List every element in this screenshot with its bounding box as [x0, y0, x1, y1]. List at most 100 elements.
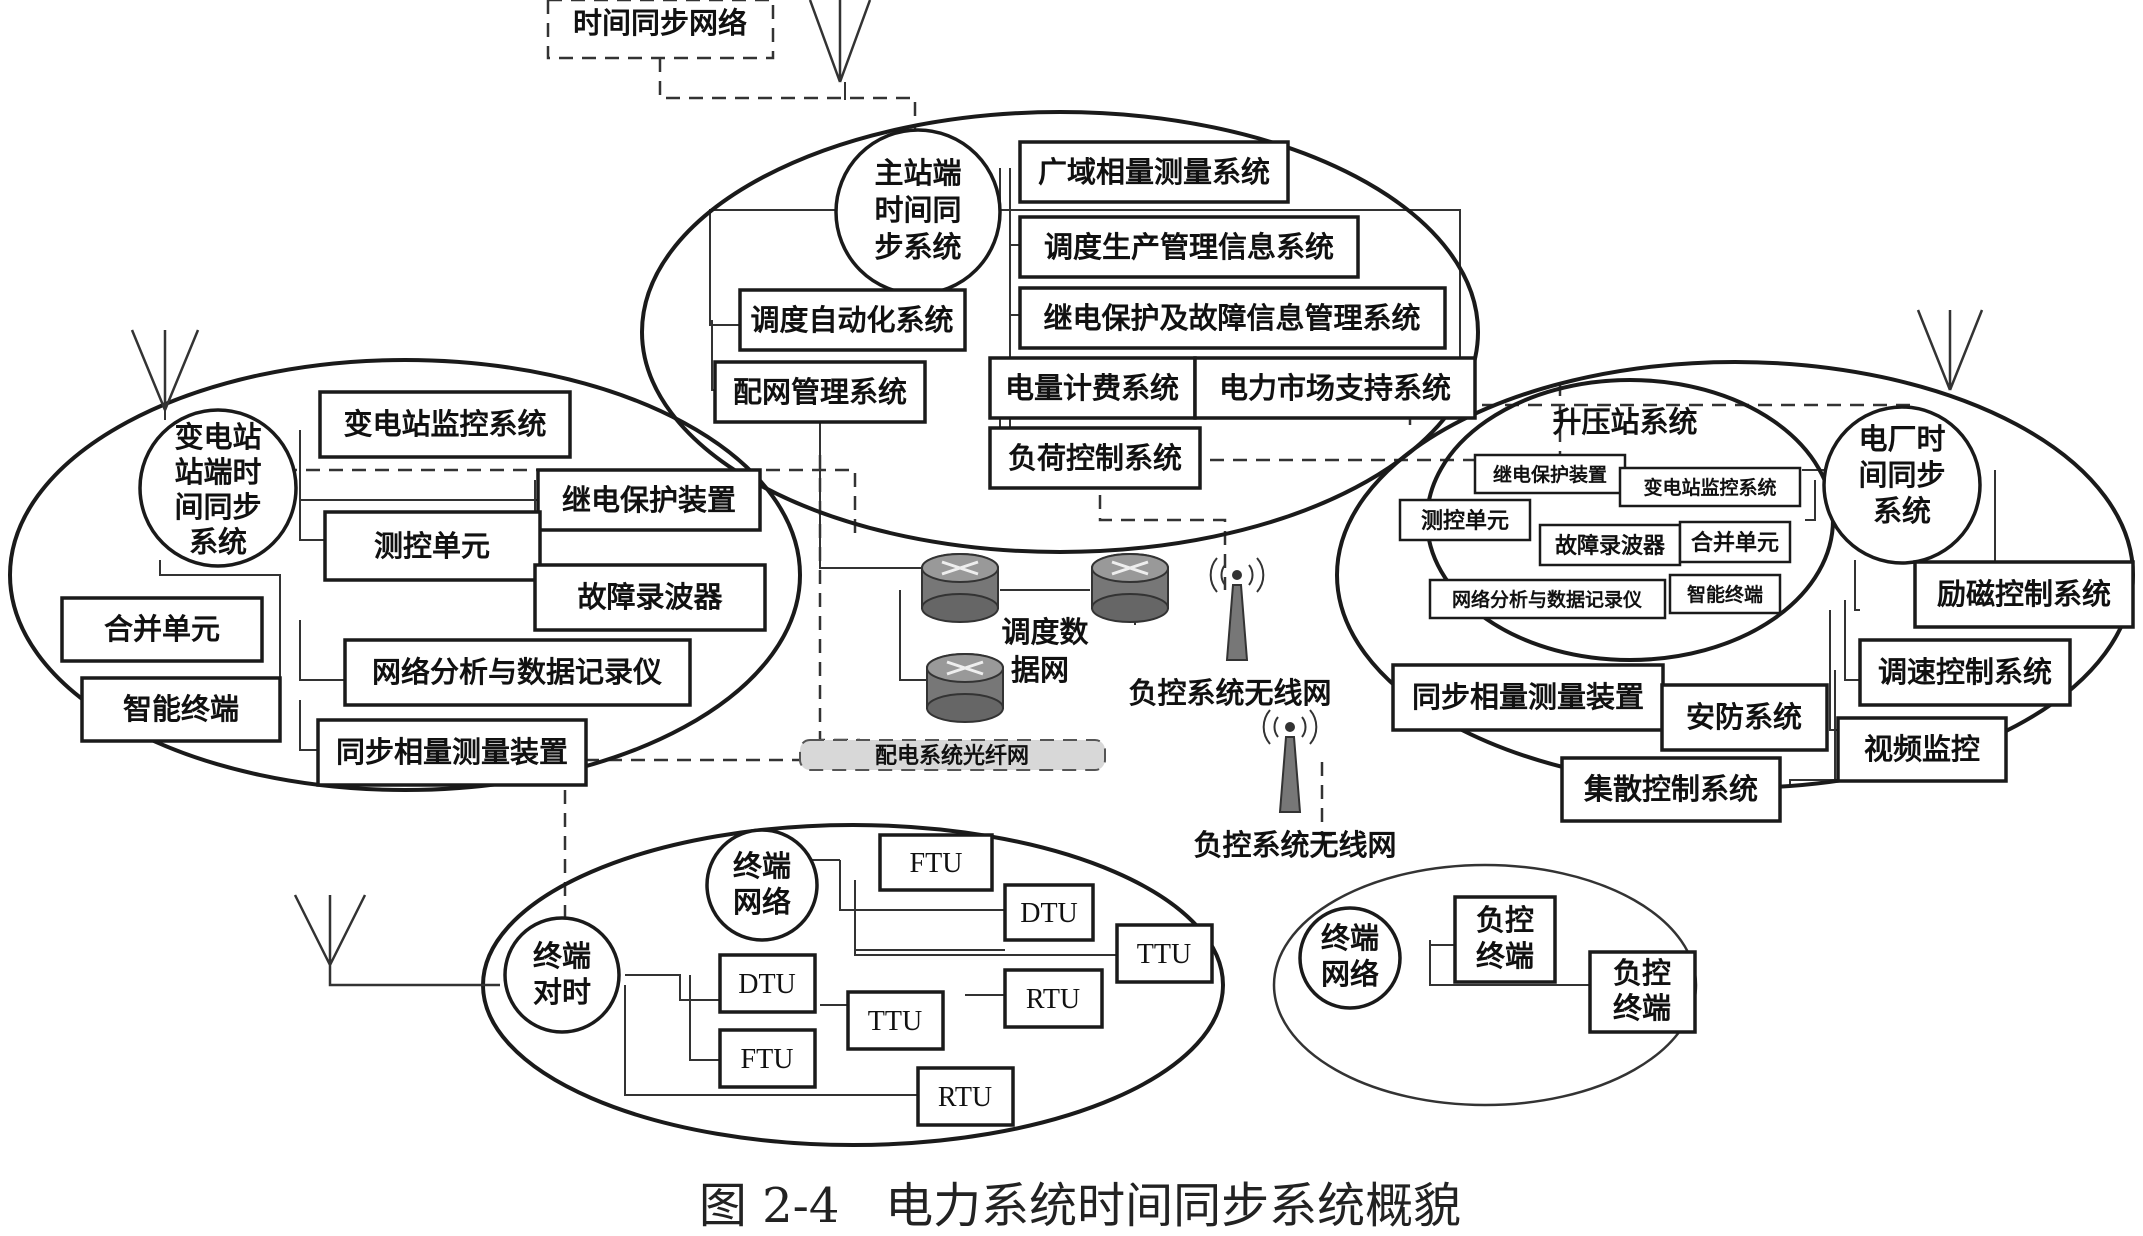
load-term-1-line-2: 终端	[1476, 939, 1534, 973]
booster-measure-ctrl-label: 测控单元	[1421, 508, 1509, 534]
video-monitor-box: 视频监控	[1836, 716, 2008, 783]
router-icon	[926, 653, 1004, 723]
load-term-1-line-1: 负控	[1476, 903, 1534, 937]
master-circle-line-3: 步系统	[874, 230, 961, 264]
booster-measure-ctrl-box: 测控单元	[1398, 498, 1532, 542]
time-sync-network-label: 时间同步网络	[573, 6, 747, 40]
booster-relay-box: 继电保护装置	[1473, 453, 1627, 495]
dtu-label-2: DTU	[738, 969, 796, 1000]
router-icon	[1091, 553, 1169, 623]
router-icon	[921, 553, 999, 623]
rtu-label-2: RTU	[938, 1082, 992, 1113]
data-net-line-2: 据网	[1011, 653, 1069, 687]
load-wireless-text-2: 负控系统无线网	[1193, 828, 1396, 862]
load-net-line-1: 终端	[1321, 921, 1379, 955]
booster-station-title: 升压站系统	[1552, 405, 1697, 439]
load-control-label: 负荷控制系统	[1008, 441, 1182, 475]
wireless-tower-icon	[1262, 709, 1318, 813]
load-terminal-box-1: 负控 终端	[1453, 895, 1557, 984]
smart-terminal-box: 智能终端	[80, 676, 282, 743]
governor-label: 调速控制系统	[1878, 655, 2052, 689]
net-analyzer-label: 网络分析与数据记录仪	[372, 655, 662, 689]
antenna-icon	[293, 894, 500, 987]
terminal-sync-line-1: 终端	[533, 939, 591, 973]
booster-smart-terminal-box: 智能终端	[1668, 573, 1782, 615]
booster-merging-unit-box: 合并单元	[1678, 520, 1792, 564]
governor-box: 调速控制系统	[1858, 638, 2072, 707]
substation-sync-node: 变电站 站端时 间同步 系统	[138, 408, 298, 568]
relay-device-label: 继电保护装置	[562, 483, 736, 517]
load-wireless-label-2: 负控系统无线网	[1193, 828, 1396, 862]
dcs-label: 集散控制系统	[1583, 772, 1758, 806]
booster-monitor-label: 变电站监控系统	[1643, 476, 1776, 499]
pmu-box: 同步相量测量装置	[316, 718, 588, 787]
substation-circle-line-3: 间同步	[174, 490, 261, 524]
load-wireless-text-1: 负控系统无线网	[1128, 676, 1331, 710]
energy-billing-label: 电量计费系统	[1005, 371, 1179, 405]
excitation-label: 励磁控制系统	[1937, 577, 2111, 611]
ftu-box-2: FTU	[718, 1028, 817, 1089]
excitation-box: 励磁控制系统	[1913, 560, 2135, 629]
load-terminal-box-2: 负控 终端	[1588, 950, 1697, 1034]
dispatch-auto-box: 调度自动化系统	[738, 288, 967, 352]
dtu-box-1: DTU	[1003, 883, 1095, 942]
ttu-label-2: TTU	[868, 1006, 922, 1037]
plant-circle-line-1: 电厂时	[1858, 422, 1945, 456]
ttu-box-2: TTU	[846, 990, 945, 1051]
plant-pmu-label: 同步相量测量装置	[1412, 680, 1644, 714]
terminal-sync-node: 终端 对时	[503, 916, 621, 1034]
antenna-icon	[130, 329, 200, 411]
merging-unit-box: 合并单元	[60, 596, 264, 663]
ttu-label-1: TTU	[1137, 939, 1191, 970]
master-station-sync-node: 主站端 时间同 步系统	[834, 128, 1002, 296]
master-station-region	[640, 110, 1480, 554]
relay-fault-info-box: 继电保护及故障信息管理系统	[1018, 286, 1447, 350]
dcs-box: 集散控制系统	[1560, 756, 1782, 823]
load-terminal-network-node: 终端 网络	[1298, 906, 1402, 1010]
ftu-label-2: FTU	[741, 1044, 794, 1075]
dist-mgmt-box: 配网管理系统	[713, 360, 927, 424]
substation-circle-line-4: 系统	[189, 525, 247, 559]
booster-net-analyzer-box: 网络分析与数据记录仪	[1428, 578, 1667, 620]
rtu-label-1: RTU	[1026, 984, 1080, 1015]
booster-relay-label: 继电保护装置	[1493, 463, 1607, 486]
security-label: 安防系统	[1686, 700, 1802, 734]
dispatch-mgmt-box: 调度生产管理信息系统	[1018, 215, 1360, 279]
master-circle-line-1: 主站端	[874, 156, 961, 190]
fault-recorder-box: 故障录波器	[533, 563, 767, 632]
load-wireless-label-1: 负控系统无线网	[1128, 676, 1331, 710]
relay-device-box: 继电保护装置	[536, 468, 762, 532]
terminal-network-node: 终端 网络	[705, 828, 819, 942]
antenna-icon	[808, 0, 872, 83]
wams-label: 广域相量测量系统	[1038, 155, 1270, 189]
dispatch-auto-label: 调度自动化系统	[750, 303, 953, 337]
market-support-box: 电力市场支持系统	[1193, 356, 1477, 420]
wireless-tower-icon	[1209, 557, 1265, 661]
plant-sync-node: 电厂时 间同步 系统	[1822, 405, 1982, 565]
booster-title-label: 升压站系统	[1552, 405, 1697, 439]
dist-mgmt-label: 配网管理系统	[733, 375, 907, 409]
ftu-box-1: FTU	[878, 833, 994, 892]
market-support-label: 电力市场支持系统	[1219, 371, 1451, 405]
security-box: 安防系统	[1660, 683, 1829, 752]
time-sync-network-box: 时间同步网络	[546, 0, 775, 60]
booster-fault-recorder-box: 故障录波器	[1538, 523, 1682, 567]
substation-monitor-box: 变电站监控系统	[318, 390, 572, 459]
merging-unit-label: 合并单元	[104, 612, 220, 646]
dispatch-mgmt-label: 调度生产管理信息系统	[1044, 230, 1334, 264]
fault-recorder-label: 故障录波器	[577, 580, 723, 614]
booster-net-analyzer-label: 网络分析与数据记录仪	[1452, 588, 1643, 611]
ftu-label-1: FTU	[910, 848, 963, 879]
booster-fault-recorder-label: 故障录波器	[1555, 533, 1666, 559]
load-net-line-2: 网络	[1321, 957, 1379, 991]
booster-merging-unit-label: 合并单元	[1691, 530, 1779, 556]
dist-fiber-net-box: 配电系统光纤网	[799, 739, 1106, 771]
smart-terminal-label: 智能终端	[123, 692, 239, 726]
plant-circle-line-2: 间同步	[1858, 458, 1945, 492]
dist-fiber-label: 配电系统光纤网	[875, 743, 1029, 769]
substation-region	[8, 358, 802, 792]
energy-billing-box: 电量计费系统	[988, 356, 1197, 420]
antenna-icon	[1916, 309, 1984, 391]
net-analyzer-box: 网络分析与数据记录仪	[343, 638, 692, 707]
